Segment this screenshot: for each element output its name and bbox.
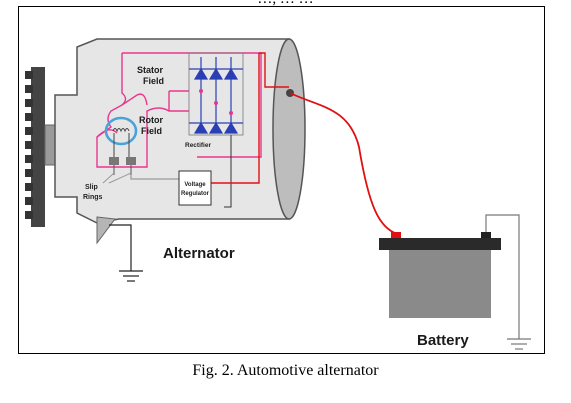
alternator-ground (109, 224, 143, 282)
stator-winding (96, 52, 262, 168)
rectifier-dots (199, 89, 233, 115)
battery (379, 232, 501, 318)
regulator-label: Regulator (181, 191, 210, 197)
rotor-coil (104, 116, 138, 157)
rectifier-bridge (188, 52, 244, 136)
output-cable (286, 89, 398, 235)
pulley (25, 67, 56, 227)
rotor-field-label: Field (141, 126, 162, 136)
figure-caption: Fig. 2. Automotive alternator (192, 362, 379, 379)
stator-field-label: Field (143, 76, 164, 86)
rotor-label: Rotor (139, 115, 163, 125)
battery-label: Battery (417, 332, 469, 349)
alternator-label: Alternator (163, 245, 235, 262)
rings-label: Rings (83, 194, 103, 201)
stator-label: Stator (137, 65, 164, 75)
rectifier-label: Rectifier (185, 142, 211, 149)
slip-label: Slip (85, 184, 98, 191)
slip-ring-brushes (102, 157, 136, 184)
battery-ground (485, 214, 531, 350)
alternator-diagram: Voltage Regulator Stator Field Rotor Fie… (18, 6, 545, 354)
cropped-top-text: …, … … (0, 0, 571, 8)
voltage-label: Voltage (184, 182, 206, 188)
voltage-regulator: Voltage Regulator (178, 170, 212, 206)
alternator-body (54, 38, 306, 245)
